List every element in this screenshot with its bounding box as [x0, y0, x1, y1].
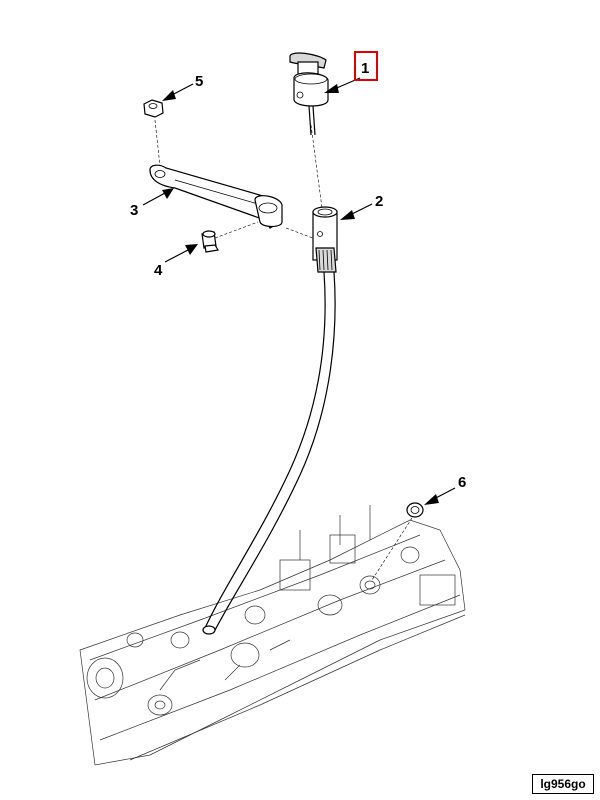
part-3-bracket [149, 164, 283, 229]
guide-line-4-3 [214, 221, 259, 239]
guide-line-1-2 [310, 124, 323, 209]
part-5-nut [143, 99, 164, 118]
callout-5[interactable]: 5 [195, 73, 203, 90]
callout-1-highlight-box [354, 51, 378, 81]
callout-1[interactable]: 1 [361, 60, 369, 77]
figure-id-label: lg956go [532, 774, 594, 794]
guide-line-5-3 [154, 119, 161, 167]
part-2-tube-collar [312, 206, 338, 273]
callout-2[interactable]: 2 [375, 193, 383, 210]
callout-arrows [142, 77, 456, 505]
callout-6[interactable]: 6 [458, 474, 466, 491]
callout-3[interactable]: 3 [130, 202, 138, 219]
callout-4[interactable]: 4 [154, 262, 163, 279]
part-6-plug [406, 502, 424, 518]
part-1-dipstick-handle [289, 52, 329, 136]
engine-block [79, 505, 466, 766]
part-4-bolt [201, 230, 219, 253]
guide-line-6 [371, 517, 413, 581]
guide-line-3-2 [285, 227, 319, 241]
dipstick-tube [202, 271, 336, 635]
